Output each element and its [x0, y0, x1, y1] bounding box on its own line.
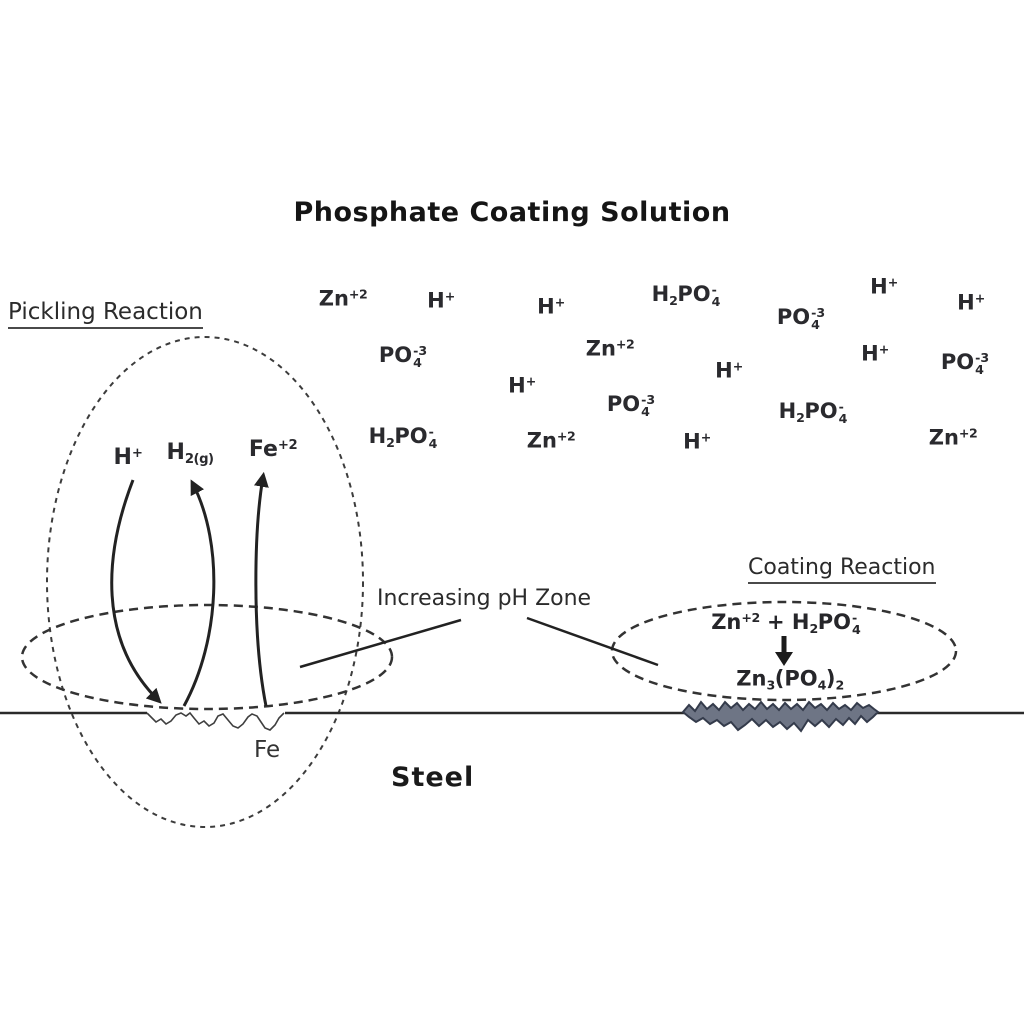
pickling-reaction-label: Pickling Reaction	[8, 299, 203, 329]
ion-label: Zn+2	[318, 286, 368, 311]
coating-reactants-formula: Zn+2 + H2PO-4	[711, 609, 861, 638]
ion-label: H2PO-4	[368, 423, 438, 452]
ion-label: Zn+2	[526, 428, 576, 453]
pickling-product-label: H2(g)	[166, 440, 214, 467]
ph-zone-left-ellipse	[20, 603, 394, 711]
ph-zone-pointer-right	[526, 616, 659, 667]
steel-label: Steel	[391, 762, 475, 793]
ion-label: Zn+2	[928, 425, 978, 450]
ion-label: H+	[957, 290, 985, 315]
ion-label: H2PO-4	[778, 398, 848, 427]
coating-reaction-label: Coating Reaction	[748, 555, 936, 584]
ion-label: H+	[508, 373, 536, 398]
ion-label: H+	[861, 341, 889, 366]
ion-label: H+	[715, 358, 743, 383]
h-ion-down-arrow	[110, 479, 162, 704]
coating-deposit	[681, 700, 880, 733]
coating-product-formula: Zn3(PO4)2	[736, 666, 844, 693]
diagram-title: Phosphate Coating Solution	[293, 197, 731, 228]
etched-pit-outline	[146, 711, 285, 731]
ph-zone-pointer-left	[299, 618, 462, 669]
ion-label: H+	[683, 429, 711, 454]
pickling-product-label: Fe+2	[248, 437, 298, 462]
fe-substrate-label: Fe	[254, 737, 281, 763]
fe-ion-up-arrow	[253, 471, 269, 707]
ion-label: H+	[427, 288, 455, 313]
h2-gas-up-arrow	[182, 479, 216, 707]
increasing-ph-zone-label: Increasing pH Zone	[377, 586, 592, 611]
coating-zone-ellipse	[610, 600, 958, 702]
pickling-zone-ellipse	[46, 336, 364, 828]
reaction-down-arrow	[775, 636, 793, 666]
pickling-product-label: H+	[113, 445, 143, 470]
ion-label: H+	[537, 294, 565, 319]
ion-label: H+	[870, 274, 898, 299]
ion-label: H2PO-4	[651, 281, 721, 310]
ion-label: Zn+2	[585, 336, 635, 361]
